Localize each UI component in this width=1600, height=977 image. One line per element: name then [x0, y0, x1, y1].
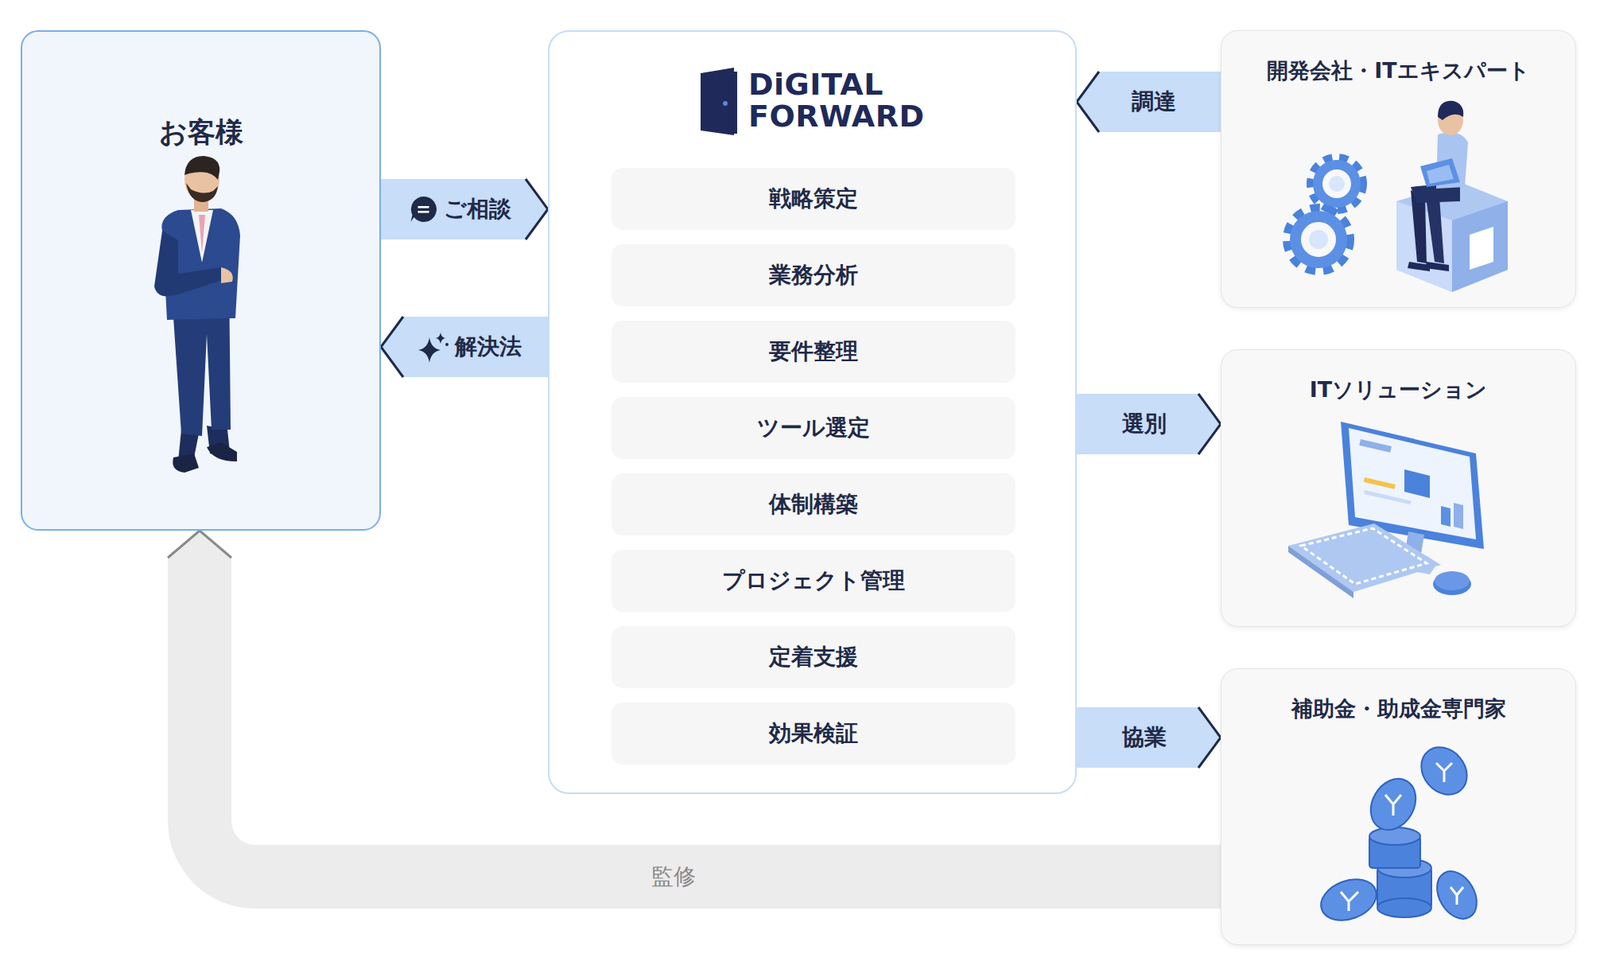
customer-panel: お客様 [20, 30, 381, 531]
arrow-head [380, 316, 404, 377]
logo-text: DiGITAL FORWARD [748, 68, 925, 133]
panel-heading: 補助金・助成金専門家 [1221, 694, 1576, 723]
service-item: 定着支援 [611, 625, 1016, 688]
edge-label-text: 調達 [1131, 86, 1177, 117]
service-item: プロジェクト管理 [611, 549, 1016, 612]
arrow-head [167, 530, 232, 558]
partner-panel: 補助金・助成金専門家 [1220, 667, 1577, 945]
businessman-illustration [22, 31, 383, 533]
edge-label: 調達 [1126, 85, 1181, 119]
edge-label: 監修 [646, 859, 701, 894]
flow-arrow [380, 316, 548, 377]
panel-heading: 開発会社・ITエキスパート [1221, 56, 1576, 86]
edge-label: 協業 [1117, 720, 1172, 754]
company-panel: DiGITAL FORWARD 戦略策定業務分析要件整理ツール選定体制構築プロジェ… [547, 30, 1077, 794]
panel-heading: ITソリューション [1221, 375, 1576, 404]
partner-panel: ITソリューション [1220, 349, 1577, 627]
sparkle-icon [416, 330, 451, 363]
flow-arrow [380, 178, 548, 240]
edge-label: 選別 [1117, 407, 1172, 441]
service-label: 効果検証 [768, 718, 859, 749]
flow-arrow [1076, 71, 1221, 133]
flow-arrow [1076, 706, 1221, 768]
partner-panel: 開発会社・ITエキスパート [1220, 30, 1577, 308]
arrow-head [1198, 706, 1221, 768]
arrow-head [525, 178, 548, 240]
edge-label-text: ご相談 [443, 194, 512, 225]
service-label: 戦略策定 [768, 183, 859, 214]
service-label: 体制構築 [768, 489, 859, 520]
edge-label: ご相談 [403, 192, 517, 226]
edge-label: 解決法 [411, 329, 527, 365]
service-item: 効果検証 [611, 702, 1016, 765]
service-label: 要件整理 [768, 336, 859, 367]
edge-label-text: 協業 [1122, 722, 1167, 753]
service-label: 業務分析 [768, 260, 859, 291]
arrow-head [1076, 71, 1100, 133]
arrow-band [380, 178, 548, 240]
edge-label-text: 解決法 [454, 331, 522, 362]
service-item: 体制構築 [611, 473, 1016, 536]
service-item: 要件整理 [611, 320, 1016, 383]
panel-heading: お客様 [22, 114, 380, 152]
edge-label-text: 監修 [651, 861, 696, 892]
service-item: 業務分析 [611, 244, 1016, 307]
arrow-band [1076, 393, 1221, 455]
arrow-band [1076, 706, 1221, 768]
service-label: 定着支援 [768, 641, 859, 672]
edge-label-text: 選別 [1122, 408, 1167, 439]
flow-arrow [1076, 393, 1221, 455]
service-item: ツール選定 [611, 396, 1016, 459]
arrow-band [1076, 71, 1221, 133]
service-label: ツール選定 [757, 412, 870, 443]
arrow-band [380, 316, 548, 377]
service-label: プロジェクト管理 [722, 565, 905, 596]
arrow-head [1198, 393, 1221, 455]
chat-icon [408, 194, 439, 225]
service-item: 戦略策定 [611, 167, 1016, 230]
